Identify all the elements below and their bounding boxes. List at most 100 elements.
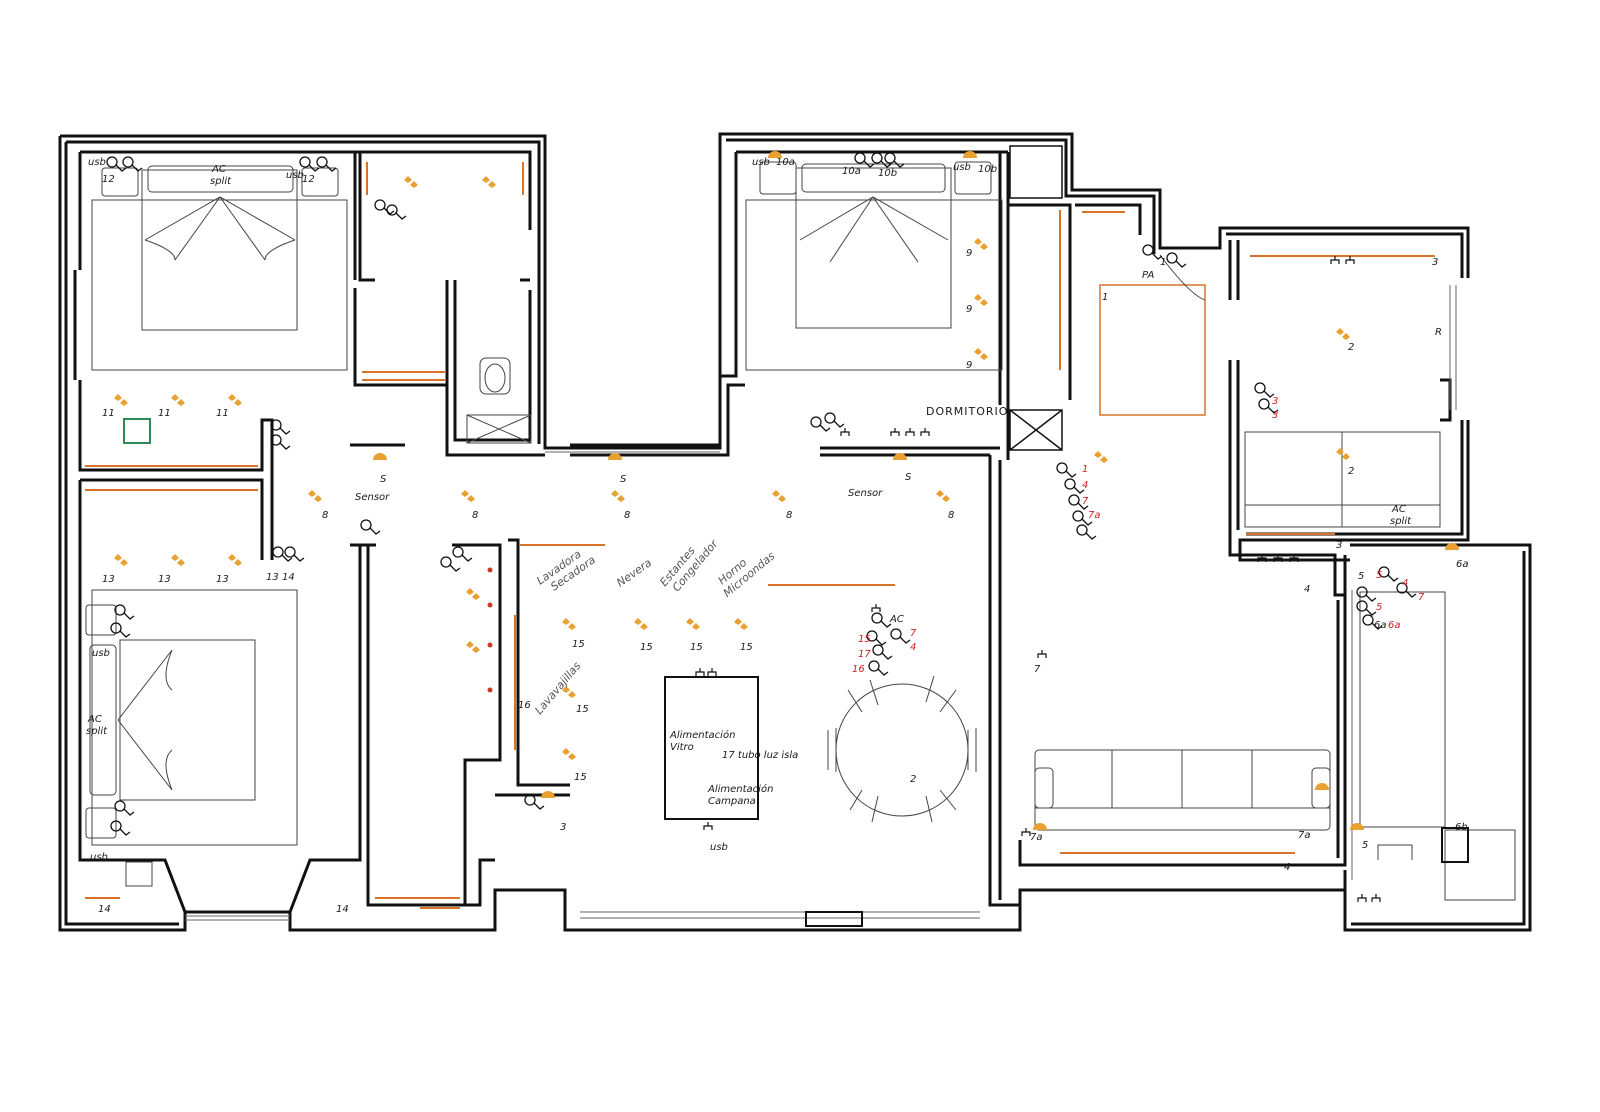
switch-icon [1142, 244, 1163, 260]
downlight-icon [893, 453, 907, 460]
interior-walls [73, 145, 1452, 924]
red-code: 7a [1088, 510, 1101, 521]
switch-icon [1064, 478, 1085, 494]
ceiling-light-icon [228, 394, 242, 406]
ceiling-light-icon [461, 490, 475, 502]
outlet-icon [1021, 828, 1031, 836]
downlight-icon [1445, 543, 1459, 550]
downlight-icon [1033, 823, 1047, 830]
switch-icon [374, 199, 395, 215]
fixture-number: 15 [574, 772, 587, 783]
ac-label: AC [889, 614, 904, 625]
usb-label: usb [286, 170, 304, 181]
appliance-label: HornoMicroondas [713, 539, 778, 600]
sensor-label: Sensor [848, 488, 883, 499]
outlet-icon [695, 668, 705, 676]
outlet-icon [1257, 554, 1267, 562]
outlet-icon [1330, 256, 1340, 264]
outlet-icon [1345, 256, 1355, 264]
ceiling-light-icon [562, 618, 576, 630]
red-code: 4 [1082, 480, 1088, 491]
ceiling-light-icon [171, 394, 185, 406]
fixture-number: 3 [560, 822, 566, 833]
switch-icon [114, 604, 135, 620]
red-code: 4 [910, 642, 916, 653]
switch-icon [386, 204, 407, 220]
ceiling-light-icon [466, 641, 480, 653]
sensor-label: Sensor [355, 492, 390, 503]
outlet-icon [703, 822, 713, 830]
room-labels: DORMITORIO [926, 405, 1007, 418]
usb-label: usb [90, 852, 108, 863]
switch-icon [890, 628, 911, 644]
outlet-icon [890, 428, 900, 436]
switch-icon [872, 644, 893, 660]
fixture-number: 6a [1456, 559, 1469, 570]
switch-icon [110, 622, 131, 638]
switch-icon [1378, 566, 1399, 582]
ceiling-light-icon [974, 348, 988, 360]
ceiling-light-icon [114, 394, 128, 406]
ceiling-lights [114, 151, 1459, 830]
fixture-number: 10b [978, 164, 997, 175]
downlight-icon [1350, 823, 1364, 830]
fixture-number: 11 [216, 408, 229, 419]
red-code: 17 [858, 649, 871, 660]
red-code: 3 [1272, 410, 1278, 421]
fixture-number: 9 [966, 248, 972, 259]
switch-icon [866, 630, 887, 646]
pa-label: PA [1142, 270, 1155, 281]
ceiling-light-icon [772, 490, 786, 502]
switch-icon [270, 419, 291, 435]
red-code: 3 [1272, 396, 1278, 407]
fixture-number: 16 [518, 700, 531, 711]
outlet-icon [1371, 894, 1381, 902]
fixture-number: 14 [282, 572, 295, 583]
fixture-number: 15 [640, 642, 653, 653]
fixture-number: 14 [98, 904, 111, 915]
fixture-number: 7a [1298, 830, 1311, 841]
island-usb-label: usb [710, 842, 728, 853]
switch-icon [1396, 582, 1417, 598]
fixture-number: 7a [1030, 832, 1043, 843]
outlet-icon [1273, 554, 1283, 562]
switch-icon [1076, 524, 1097, 540]
fixture-number: 15 [740, 642, 753, 653]
ceiling-light-icon [466, 588, 480, 600]
switch-icon [270, 434, 291, 450]
fixture-number: 15 [572, 639, 585, 650]
ceiling-light-icon [634, 618, 648, 630]
outlet-icon [840, 428, 850, 436]
ceiling-light-icon [974, 294, 988, 306]
fixture-number: 7 [1034, 664, 1041, 675]
red-code: 5 [1376, 602, 1382, 613]
outlet-icon [871, 604, 881, 612]
red-code: 7 [910, 628, 917, 639]
fixture-number: 2 [1348, 466, 1354, 477]
downlight-icon [608, 453, 622, 460]
switch-icon [110, 820, 131, 836]
downlight-icon [541, 791, 555, 798]
switch-icon [114, 800, 135, 816]
appliance-label: EstantesCongelador [657, 528, 721, 597]
switch-icon [272, 546, 293, 562]
fixture-number: 2 [910, 774, 916, 785]
downlight-icon [1315, 783, 1329, 790]
fixture-number: 11 [158, 408, 171, 419]
ceiling-light-icon [1094, 451, 1108, 463]
switch-icon [360, 519, 381, 535]
red-code: 1 [1082, 464, 1088, 475]
fixture-number: 8 [322, 510, 328, 521]
usb-label: usb [953, 162, 971, 173]
ceiling-light-icon [686, 618, 700, 630]
switch-icon [452, 546, 473, 562]
ceiling-light-icon [936, 490, 950, 502]
fixture-number: 1 [1102, 292, 1108, 303]
fixture-number: 11 [102, 408, 115, 419]
red-code: 16 [852, 664, 865, 675]
ceiling-light-icon [228, 554, 242, 566]
